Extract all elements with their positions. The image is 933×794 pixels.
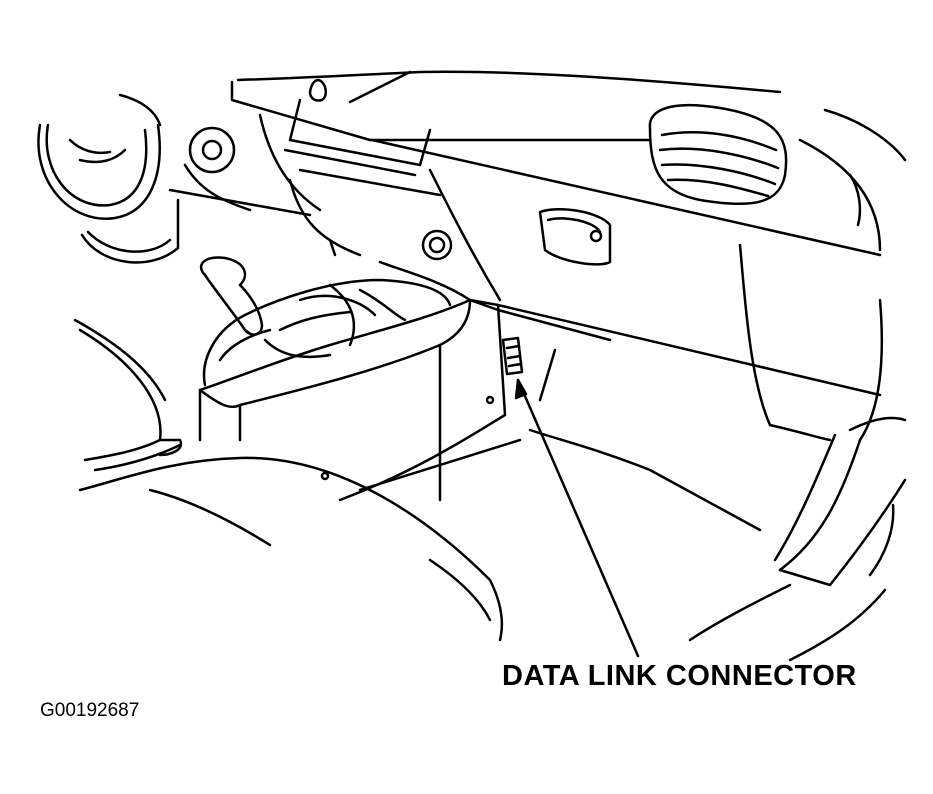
- center-stack: [288, 168, 502, 302]
- dashboard: [168, 70, 882, 257]
- callout-label: DATA LINK CONNECTOR: [502, 660, 857, 692]
- dash-knob-left: [188, 126, 236, 174]
- glove-box: [496, 208, 882, 442]
- air-vent: [648, 104, 788, 206]
- figure-id: G00192687: [40, 700, 140, 721]
- shift-knob: [199, 256, 264, 337]
- callout-leader: [514, 378, 640, 658]
- data-link-connector: [501, 336, 524, 376]
- steering-column: [80, 198, 180, 264]
- right-side-panel: [773, 108, 907, 662]
- driver-seat: [73, 318, 504, 642]
- shift-console: [198, 260, 507, 502]
- steering-wheel: [37, 93, 162, 220]
- shift-boot: [202, 278, 452, 387]
